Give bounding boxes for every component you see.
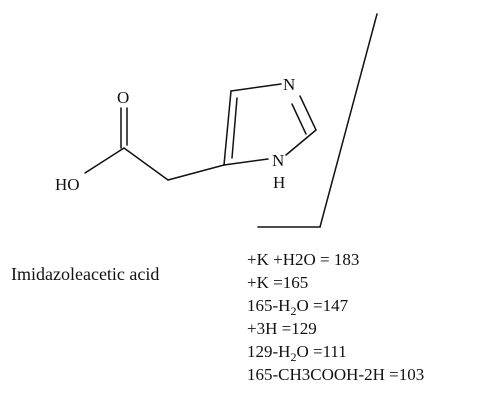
fragment-list: +K +H2O = 183 +K =165 165-H2O =147 +3H =… [247,250,424,384]
cleavage-indicator [257,13,378,228]
hydroxyl-bond [84,147,125,174]
ring-bond-n-c2 [299,95,317,131]
compound-name: Imidazoleacetic acid [11,264,159,284]
fragment-item: +3H =129 [247,319,317,338]
ring-bond-c4-c5 [223,90,232,166]
ring-nh-hydrogen-label: H [273,173,285,192]
fragment-item: 129-H2O =111 [247,342,347,364]
ring-nh-nitrogen-label: N [272,151,284,170]
ring-bond-nh-c4 [223,158,269,166]
chain-bond-2 [167,164,225,181]
fragment-item: +K +H2O = 183 [247,250,359,269]
fragment-item-sub: 2 [290,350,296,364]
ring-bond-c2-nh [285,129,317,156]
fragment-item: +K =165 [247,273,308,292]
molecule-structure: O HO N N H [55,75,317,194]
fragment-item-post: O =147 [296,296,348,315]
carbonyl-oxygen-label: O [117,88,129,107]
ring-bond-c5-n [230,83,282,92]
fragment-item-post: O =111 [296,342,346,361]
fragment-item: 165-H2O =147 [247,296,349,318]
cleavage-line [319,13,378,228]
hydroxyl-label: HO [55,175,80,194]
fragment-item-sub: 2 [290,304,296,318]
fragment-item-pre: 165-H [247,296,290,315]
fragment-item-pre: 129-H [247,342,290,361]
chain-bond-1 [123,147,169,181]
ring-bond-c4-c5-inner [231,97,238,159]
ring-bond-n-c2-inner [291,103,307,135]
ring-nitrogen-label: N [283,75,295,94]
fragment-item: 165-CH3COOH-2H =103 [247,365,424,384]
